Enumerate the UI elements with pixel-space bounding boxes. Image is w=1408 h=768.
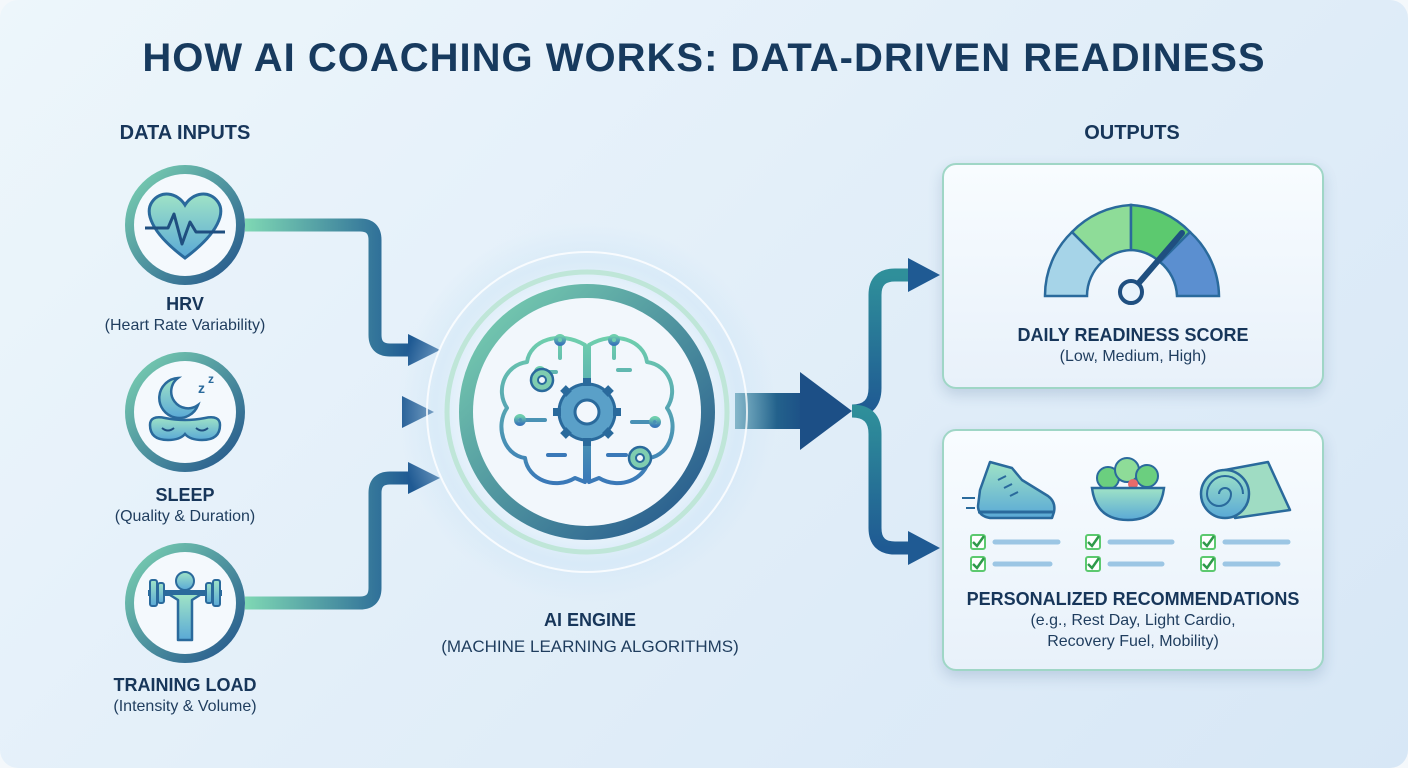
weightlifter-icon [148, 571, 222, 642]
hrv-input-node [125, 165, 245, 285]
salad-bowl-icon [1090, 457, 1166, 522]
hrv-label: HRV [166, 294, 204, 314]
hrv-detail: (Heart Rate Variability) [104, 317, 266, 334]
recommendations-label: PERSONALIZED RECOMMENDATIONS [966, 589, 1300, 609]
brain-gears-icon [499, 334, 675, 486]
recommendations-branch [851, 404, 940, 565]
sleep-mask-moon-icon: z z [148, 372, 222, 442]
checklist-mat [1200, 534, 1291, 572]
training-detail: (Intensity & Volume) [113, 698, 257, 715]
center-gear-icon [553, 378, 621, 446]
readiness-detail: (Low, Medium, High) [1059, 348, 1207, 365]
checklist-salad [1085, 534, 1175, 572]
recommendations-detail-line1: (e.g., Rest Day, Light Cardio, [1030, 612, 1236, 629]
heart-pulse-icon [145, 192, 225, 260]
engine-detail: (MACHINE LEARNING ALGORITHMS) [441, 637, 739, 656]
small-gear-left-icon [529, 367, 555, 393]
svg-text:z: z [208, 372, 214, 386]
readiness-card [942, 163, 1324, 389]
engine-label: AI ENGINE [543, 610, 636, 630]
training-input-node [125, 543, 245, 663]
gauge-icon [1043, 203, 1221, 305]
running-shoe-icon [962, 460, 1056, 520]
sleep-label: SLEEP [155, 485, 215, 505]
yoga-mat-icon [1199, 460, 1292, 520]
inputs-heading: DATA INPUTS [119, 122, 251, 144]
page-title: HOW AI COACHING WORKS: DATA-DRIVEN READI… [142, 36, 1266, 80]
recommendations-detail-line2: Recovery Fuel, Mobility) [1047, 633, 1219, 650]
training-label: TRAINING LOAD [113, 675, 257, 695]
sleep-input-node: z z [125, 352, 245, 472]
readiness-branch [851, 258, 940, 418]
sleep-detail: (Quality & Duration) [114, 508, 256, 525]
ai-engine-node [397, 222, 777, 602]
readiness-label: DAILY READINESS SCORE [1017, 325, 1249, 345]
svg-text:z: z [198, 380, 205, 396]
training-connector [245, 462, 440, 610]
outputs-heading: OUTPUTS [1084, 122, 1180, 144]
small-gear-right-icon [627, 445, 653, 471]
checklist-shoe [970, 534, 1061, 572]
